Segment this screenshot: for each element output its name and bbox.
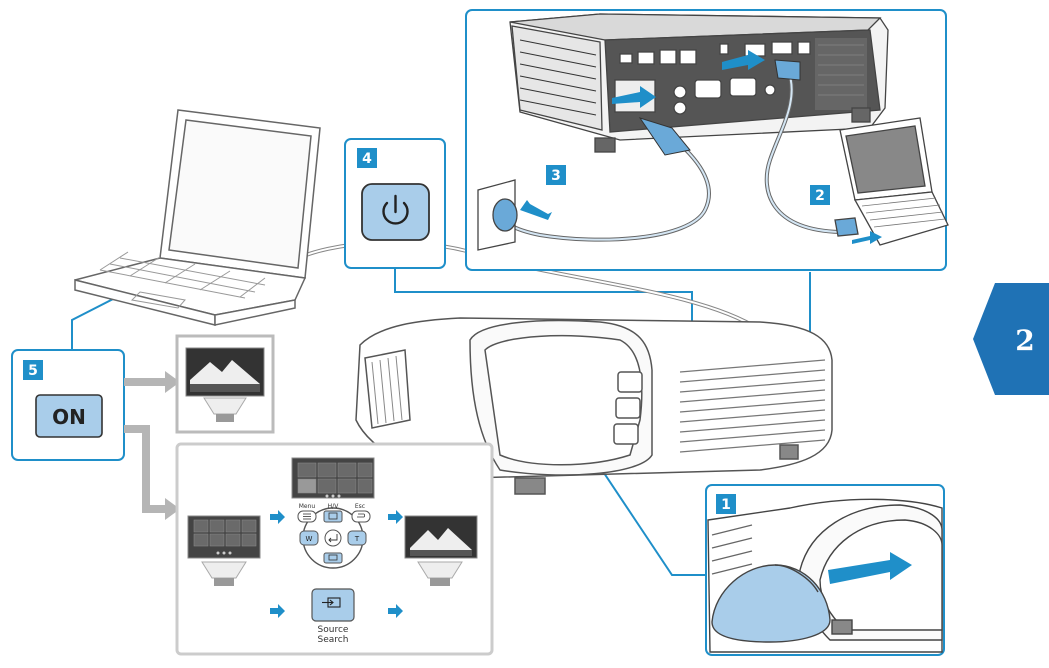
remote-keypad: Menu H/V Esc W T bbox=[297, 503, 371, 569]
hv-key[interactable] bbox=[323, 510, 343, 523]
esc-key[interactable] bbox=[351, 510, 371, 523]
gray-flow-arrows bbox=[124, 371, 180, 520]
on-button[interactable]: ON bbox=[35, 394, 103, 438]
power-icon bbox=[382, 194, 409, 225]
menu-label: Menu bbox=[299, 503, 316, 510]
source-search-button[interactable] bbox=[311, 588, 355, 622]
step-badge-2: 2 bbox=[810, 185, 830, 205]
remove-cover-arrow bbox=[828, 552, 912, 584]
svg-text:4: 4 bbox=[362, 151, 372, 167]
insert-arrows bbox=[520, 50, 882, 244]
svg-text:3: 3 bbox=[551, 168, 561, 184]
svg-text:1: 1 bbox=[721, 497, 731, 513]
source-search-line1: Source bbox=[318, 625, 349, 635]
down-key[interactable] bbox=[323, 552, 343, 564]
svg-text:2: 2 bbox=[815, 188, 825, 204]
menu-screen-top bbox=[291, 457, 375, 499]
wall-outlet bbox=[477, 179, 518, 251]
mountain-screen-right bbox=[404, 515, 478, 586]
w-key[interactable]: W bbox=[299, 530, 319, 546]
enter-key[interactable] bbox=[324, 529, 342, 547]
esc-label: Esc bbox=[355, 503, 365, 510]
source-icon bbox=[322, 597, 341, 608]
chapter-tab-number: 2 bbox=[1015, 324, 1034, 357]
lens-cover-removal bbox=[707, 498, 943, 653]
step-badge-3: 3 bbox=[546, 165, 566, 185]
source-search-line2: Search bbox=[318, 635, 349, 645]
menu-screen-left bbox=[187, 515, 261, 586]
svg-text:5: 5 bbox=[28, 363, 38, 379]
step-badge-1: 1 bbox=[716, 494, 736, 514]
mountain-screen-thumb bbox=[185, 347, 265, 422]
projector bbox=[355, 317, 833, 495]
step-badge-5: 5 bbox=[23, 360, 43, 380]
menu-icon bbox=[303, 513, 311, 520]
power-button[interactable] bbox=[361, 183, 430, 241]
menu-key[interactable] bbox=[297, 510, 317, 523]
arrow-right-icon bbox=[270, 510, 285, 524]
hv-label: H/V bbox=[328, 503, 340, 510]
arrow-plug-power-icon bbox=[520, 200, 552, 220]
laptop-small bbox=[834, 117, 949, 246]
laptop-computer bbox=[74, 109, 321, 326]
t-key[interactable]: T bbox=[347, 530, 367, 546]
on-button-label: ON bbox=[52, 405, 86, 429]
enter-icon bbox=[328, 534, 338, 543]
chapter-tab[interactable]: 2 bbox=[973, 283, 1049, 395]
return-icon bbox=[357, 513, 366, 518]
projector-rear-view bbox=[509, 13, 889, 153]
t-label: T bbox=[354, 535, 360, 543]
step-badge-4: 4 bbox=[357, 148, 377, 168]
w-label: W bbox=[306, 535, 313, 543]
flow-arrows bbox=[270, 510, 403, 618]
